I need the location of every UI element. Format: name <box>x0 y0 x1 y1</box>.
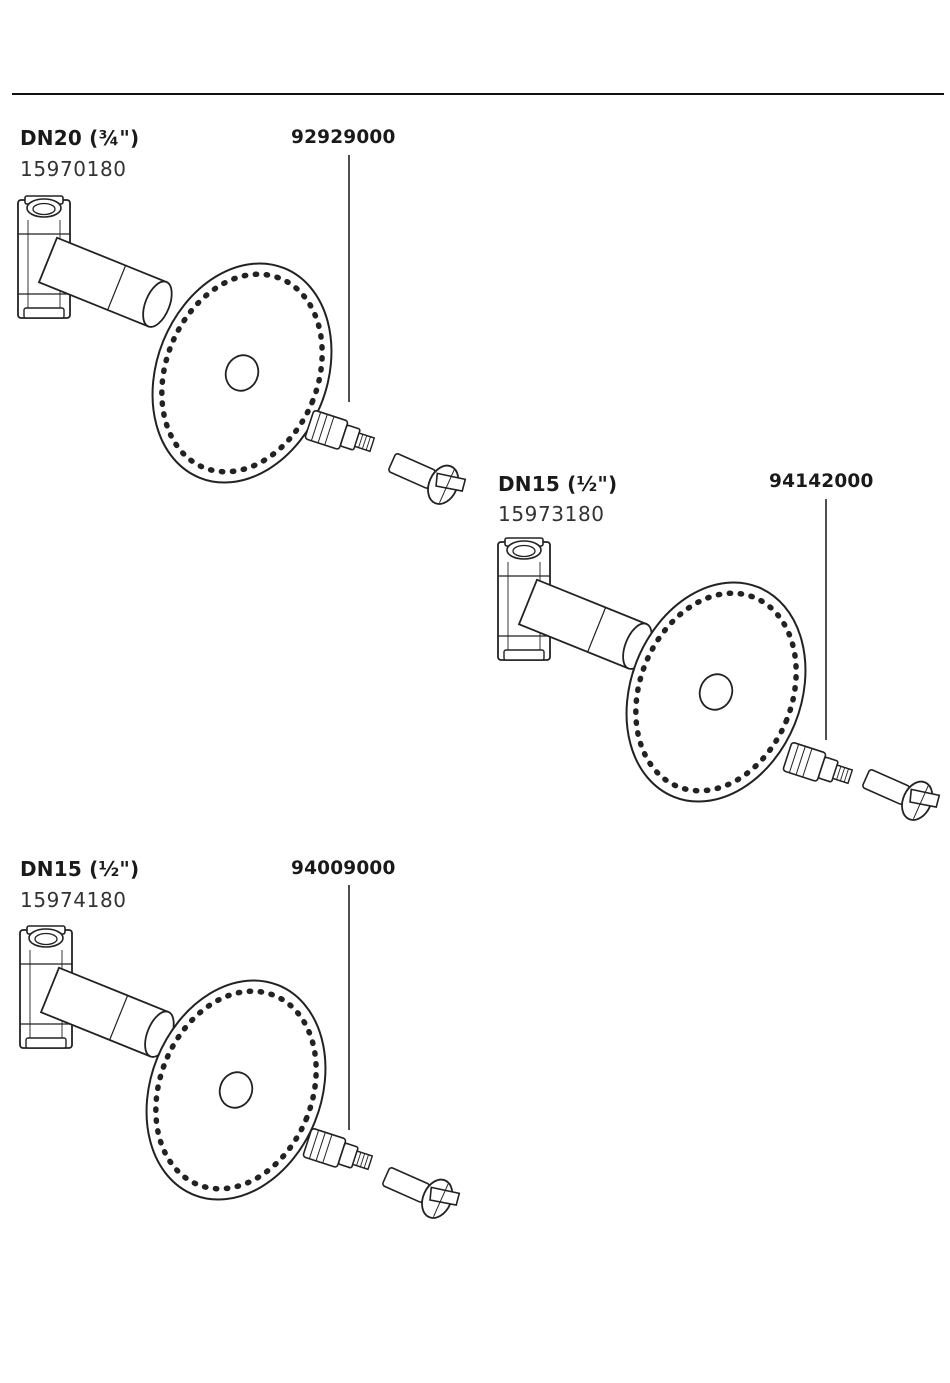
cartridge-icon <box>305 410 377 459</box>
valve-body-icon <box>20 926 180 1061</box>
cartridge-icon <box>303 1128 375 1177</box>
handle-icon <box>858 760 944 827</box>
valve-body-icon <box>18 196 178 331</box>
valve-body-icon <box>498 538 658 673</box>
handle-icon <box>378 1158 464 1225</box>
cartridge-icon <box>783 742 855 791</box>
cover-rosette-icon <box>595 555 837 828</box>
handle-icon <box>384 444 470 511</box>
cover-rosette-icon <box>115 953 357 1226</box>
